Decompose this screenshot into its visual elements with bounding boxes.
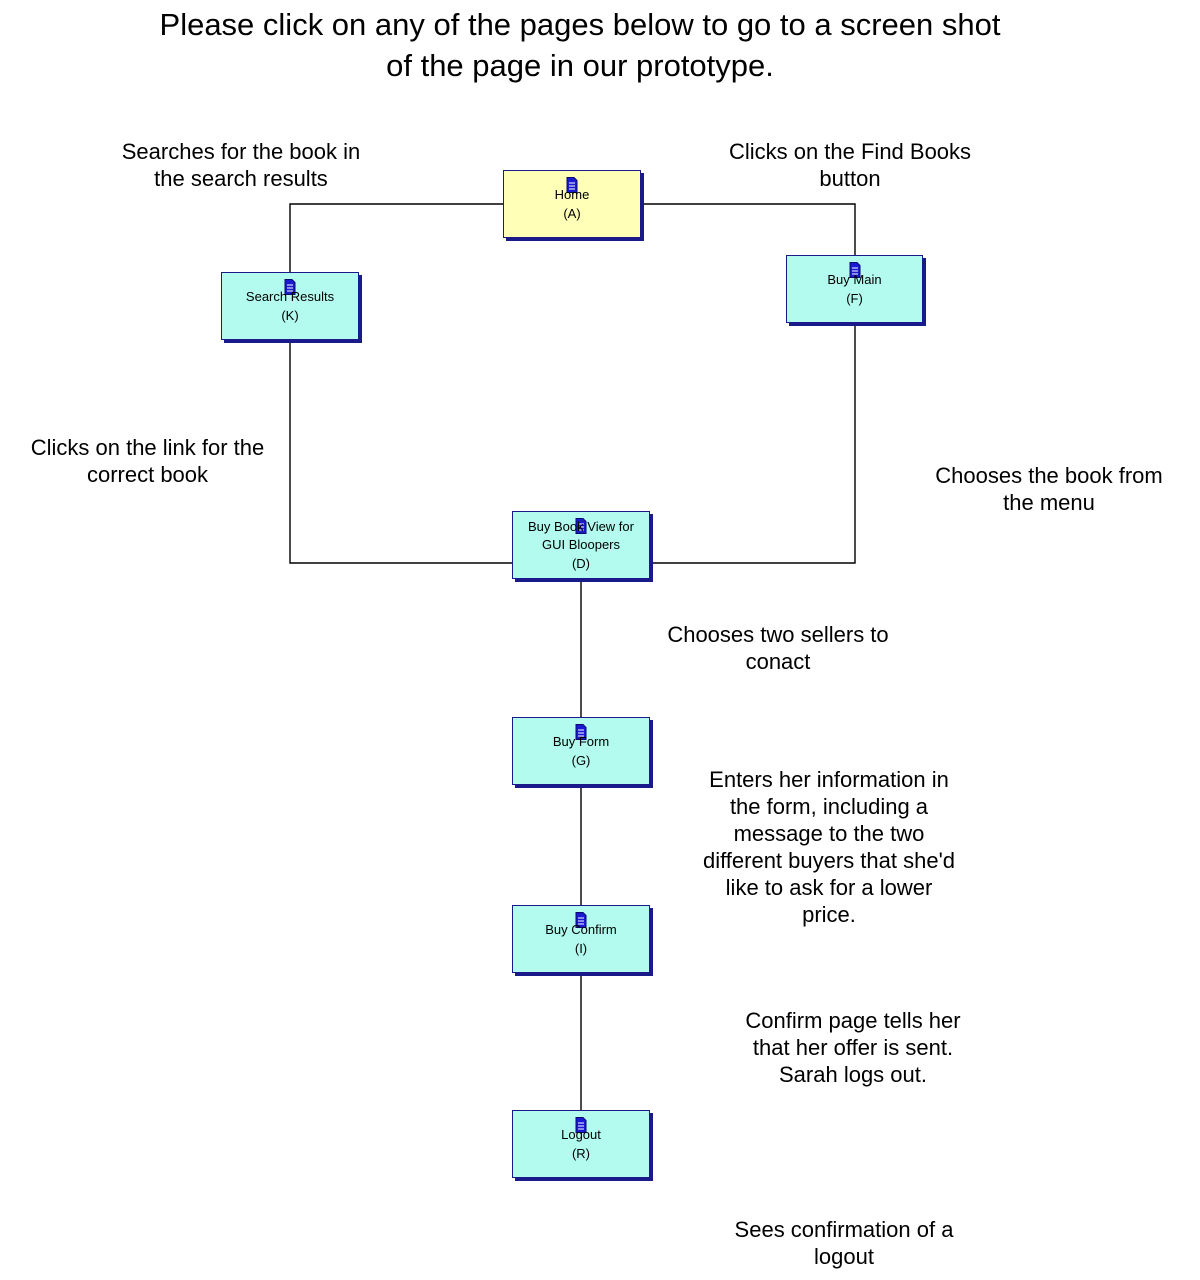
annotation-two-sellers: Chooses two sellers to conact	[647, 621, 909, 675]
annotation-line: Clicks on the Find Books	[728, 139, 972, 164]
document-icon	[575, 724, 587, 740]
node-buy-confirm-code: (I)	[574, 940, 588, 956]
node-buy-form[interactable]: Buy Form (G)	[512, 717, 650, 785]
node-logout-code: (R)	[571, 1145, 591, 1161]
node-buy-main-code: (F)	[846, 290, 863, 306]
node-search-results-label: Search Results	[245, 288, 335, 304]
node-buy-form-label: Buy Form	[552, 733, 610, 749]
annotation-line: Sarah logs out.	[779, 1062, 927, 1087]
annotation-line: Chooses the book from	[935, 463, 1163, 488]
document-icon	[849, 262, 860, 278]
annotation-line: button	[819, 166, 881, 191]
annotation-line: price.	[802, 902, 856, 927]
node-home-label: Home	[554, 186, 590, 202]
node-buy-book-view-label-1: Buy Book View for	[528, 518, 634, 534]
annotation-clicks-link: Clicks on the link for the correct book	[10, 434, 285, 488]
connector-search-bookview	[289, 342, 545, 564]
annotation-line: that her offer is sent.	[752, 1035, 954, 1060]
document-icon	[284, 279, 296, 295]
annotation-line: Searches for the book in	[121, 139, 361, 164]
node-buy-confirm-label: Buy Confirm	[545, 921, 617, 937]
document-icon	[566, 177, 578, 193]
node-search-results[interactable]: Search Results (K)	[221, 272, 359, 340]
annotation-line: the search results	[154, 166, 328, 191]
annotation-line: different buyers that she'd	[702, 848, 956, 873]
node-logout-label: Logout	[561, 1126, 601, 1142]
annotation-enters-info: Enters her information in the form, incl…	[683, 766, 975, 928]
annotation-find-books: Clicks on the Find Books button	[705, 138, 995, 192]
annotation-sees-logout: Sees confirmation of a logout	[705, 1216, 983, 1270]
annotation-line: correct book	[86, 462, 209, 487]
document-icon	[575, 912, 587, 928]
annotation-line: Enters her information in	[709, 767, 949, 792]
node-home[interactable]: Home (A)	[503, 170, 641, 238]
annotation-search-in-results: Searches for the book in the search resu…	[96, 138, 386, 192]
annotation-line: like to ask for a lower	[725, 875, 933, 900]
page-heading: Please click on any of the pages below t…	[0, 4, 1160, 86]
heading-line-2: of the page in our prototype.	[386, 48, 774, 83]
node-home-code: (A)	[563, 205, 581, 221]
document-icon	[575, 518, 587, 534]
annotation-line: message to the two	[733, 821, 925, 846]
annotation-line: the form, including a	[729, 794, 929, 819]
connector-buymain-bookview	[605, 325, 856, 564]
annotation-confirm-page: Confirm page tells her that her offer is…	[718, 1007, 988, 1088]
node-buy-main-label: Buy Main	[827, 271, 882, 287]
node-buy-main[interactable]: Buy Main (F)	[786, 255, 923, 323]
node-buy-book-view-label-2: GUI Bloopers	[541, 536, 621, 552]
annotation-line: logout	[814, 1244, 874, 1269]
node-buy-confirm[interactable]: Buy Confirm (I)	[512, 905, 650, 973]
node-buy-form-code: (G)	[571, 752, 591, 768]
connector-home-search	[289, 203, 503, 272]
annotation-line: conact	[745, 649, 811, 674]
annotation-chooses-book: Chooses the book from the menu	[918, 462, 1180, 516]
annotation-line: Chooses two sellers to	[667, 622, 889, 647]
annotation-line: Sees confirmation of a	[734, 1217, 954, 1242]
annotation-line: Confirm page tells her	[745, 1008, 961, 1033]
document-icon	[575, 1117, 587, 1133]
connector-home-buymain	[642, 203, 856, 255]
node-buy-book-view[interactable]: Buy Book View for GUI Bloopers (D)	[512, 511, 650, 579]
node-logout[interactable]: Logout (R)	[512, 1110, 650, 1178]
annotation-line: the menu	[1003, 490, 1095, 515]
node-search-results-code: (K)	[281, 307, 299, 323]
heading-line-1: Please click on any of the pages below t…	[159, 7, 1001, 42]
annotation-line: Clicks on the link for the	[30, 435, 265, 460]
node-buy-book-view-code: (D)	[571, 555, 591, 571]
